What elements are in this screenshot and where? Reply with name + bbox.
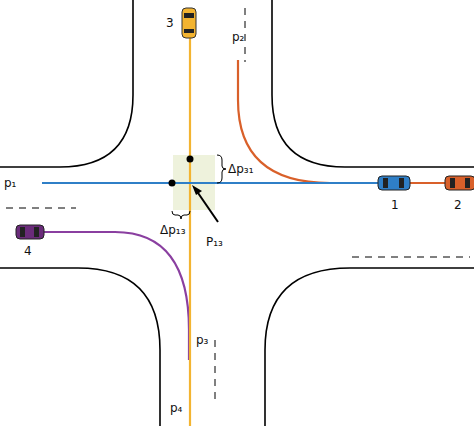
car-1 — [378, 176, 410, 190]
point-marker — [187, 156, 194, 163]
lane-marking — [215, 340, 216, 400]
path-p4 — [30, 232, 189, 360]
leader-arrow — [196, 190, 218, 222]
callout-number: 3 — [166, 17, 174, 29]
road-edge — [0, 268, 160, 426]
path-p2 — [238, 60, 445, 183]
path-label: p₂ — [232, 31, 244, 43]
lane-markings — [6, 8, 470, 400]
callout-number: 4 — [24, 245, 32, 257]
dimension-label: Δp₃₁ — [228, 163, 253, 175]
callout-number: 1 — [391, 199, 399, 211]
road-edge — [272, 0, 474, 167]
lane-marking — [352, 257, 470, 258]
road-edge — [265, 268, 474, 426]
lane-marking — [6, 208, 76, 209]
dimension-brace — [172, 211, 190, 219]
path-label: p₃ — [196, 334, 208, 346]
car-4 — [16, 225, 44, 239]
path-p3 — [189, 30, 191, 426]
dimension-label: Δp₁₃ — [160, 224, 185, 236]
callout-number: 2 — [454, 199, 462, 211]
car-3 — [182, 8, 196, 38]
arrowhead — [192, 185, 202, 195]
car-2 — [445, 176, 474, 190]
point-marker — [169, 180, 176, 187]
path-label: p₁ — [4, 177, 16, 189]
dimension-brace — [217, 155, 226, 183]
point-label: P₁₃ — [206, 236, 223, 248]
lane-marking — [245, 8, 246, 62]
path-label: p₄ — [170, 402, 182, 414]
path-p1 — [42, 182, 385, 184]
road-edge — [0, 0, 133, 167]
